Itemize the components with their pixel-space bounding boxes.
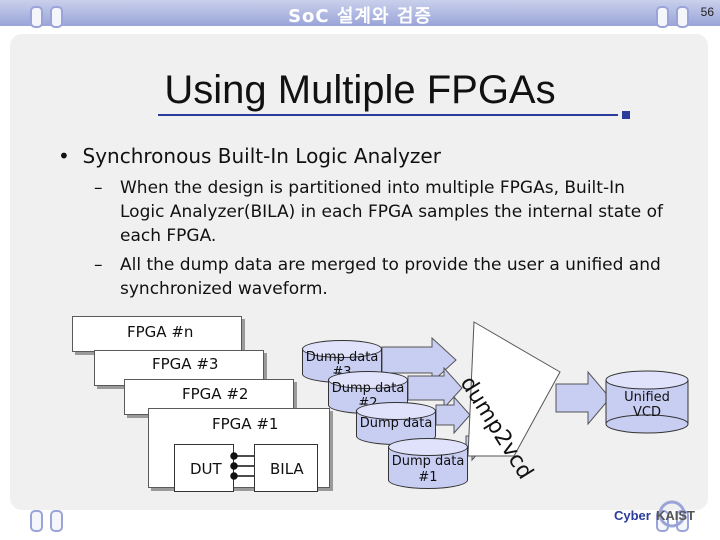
svg-text:Cyber: Cyber: [614, 508, 651, 523]
fpga-3-label: FPGA #3: [152, 355, 219, 373]
binder-ring-icon: [50, 510, 63, 532]
subbullet-1: – When the design is partitioned into mu…: [94, 176, 674, 248]
fpga-n-label: FPGA #n: [127, 323, 194, 341]
fpga-2-label: FPGA #2: [182, 385, 249, 403]
dump-data-1b-label: Dump data: [359, 416, 433, 431]
subbullet-2: – All the dump data are merged to provid…: [94, 253, 674, 301]
binder-ring-icon: [656, 6, 669, 28]
dump-data-1-label: Dump data: [391, 454, 465, 469]
dump-data-1b-cylinder: Dump data: [356, 402, 436, 448]
fpga-n-box: [72, 316, 242, 352]
binder-ring-icon: [676, 6, 689, 28]
unified-vcd-cylinder: [605, 370, 689, 434]
page-number: 56: [700, 5, 714, 19]
dump-data-3-index: #3: [332, 365, 352, 374]
banner-title: SoC 설계와 검증: [288, 6, 432, 27]
bila-label: BILA: [270, 460, 304, 478]
dash-icon: –: [94, 178, 103, 198]
binder-ring-icon: [30, 510, 43, 532]
cyberkaist-logo: Cyber KAIST: [612, 500, 712, 530]
unified-vcd-label: Unified VCD: [624, 390, 670, 420]
subbullet-1-text: When the design is partitioned into mult…: [120, 178, 664, 246]
svg-text:KAIST: KAIST: [656, 508, 695, 523]
dump-data-1-index: #1: [418, 470, 438, 485]
dut-bila-connections: [230, 452, 254, 480]
binder-ring-icon: [50, 6, 63, 28]
cyberkaist-logo-icon: Cyber KAIST: [614, 500, 695, 528]
dump-data-3-label: Dump data: [305, 350, 379, 365]
dash-icon: –: [94, 255, 103, 275]
dump-data-1-cylinder: Dump data #1: [388, 438, 468, 492]
subbullet-2-text: All the dump data are merged to provide …: [120, 255, 661, 299]
main-bullet-text: Synchronous Built-In Logic Analyzer: [82, 144, 441, 168]
main-bullet: • Synchronous Built-In Logic Analyzer: [58, 144, 441, 168]
bullet-dot-icon: •: [58, 144, 83, 168]
fpga-1-label: FPGA #1: [212, 415, 279, 433]
bila-box: [254, 444, 318, 492]
top-banner: SoC 설계와 검증 56: [0, 0, 720, 27]
binder-ring-icon: [30, 6, 43, 28]
title-underline: [158, 114, 618, 116]
merge-arrows: [381, 336, 611, 462]
dump2vcd-shape: [467, 321, 561, 457]
dump-data-2-label: Dump data: [331, 381, 405, 396]
title-underline-square: [622, 111, 630, 119]
slide-title: Using Multiple FPGAs: [164, 68, 556, 112]
dump-data-2-index: #2: [358, 396, 378, 405]
dut-label: DUT: [190, 460, 222, 478]
